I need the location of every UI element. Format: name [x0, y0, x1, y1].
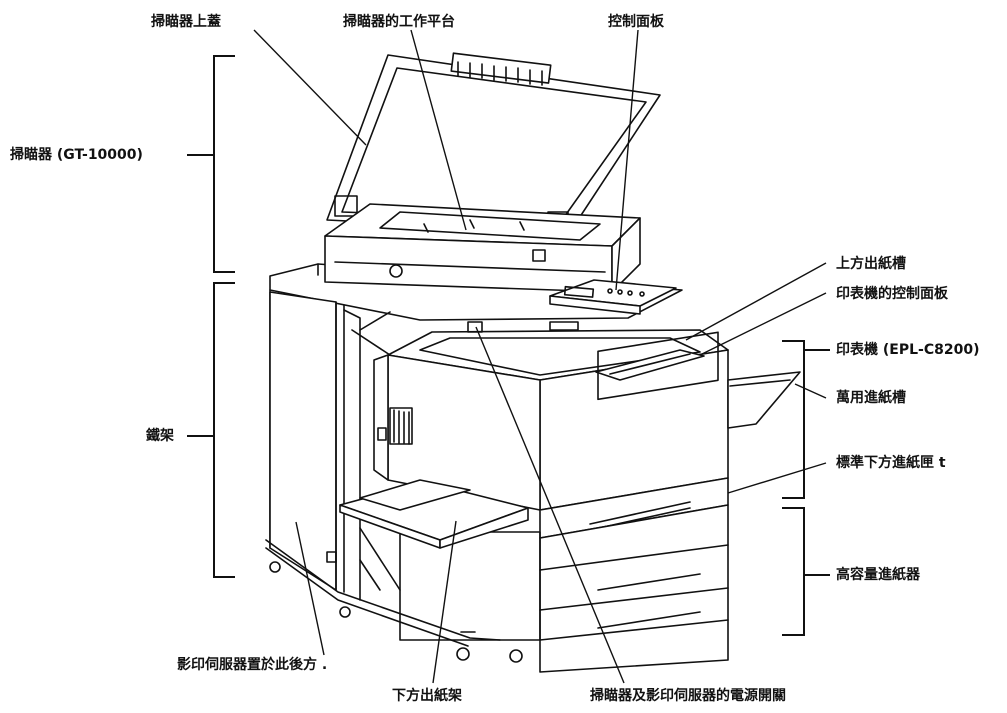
label-scanner-platform: 掃瞄器的工作平台	[343, 14, 455, 30]
hcf-bracket	[782, 507, 805, 636]
label-rack: 鐵架	[146, 428, 174, 444]
brackets	[187, 55, 830, 636]
label-control-panel: 控制面板	[608, 14, 664, 30]
label-high-capacity-feeder: 高容量進紙器	[836, 567, 920, 583]
label-printer-control-panel: 印表機的控制面板	[836, 286, 948, 302]
label-printer-unit: 印表機 (EPL-C8200)	[836, 342, 980, 358]
label-mp-tray: 萬用進紙槽	[836, 390, 906, 406]
scanner-unit	[324, 52, 677, 315]
label-scanner-unit: 掃瞄器 (GT-10000)	[10, 147, 143, 163]
label-power-switch: 掃瞄器及影印伺服器的電源開關	[590, 688, 786, 704]
label-lower-output-tray: 下方出紙架	[392, 688, 462, 704]
power-switch	[467, 321, 483, 333]
lower-output-tray	[339, 479, 529, 549]
label-standard-lower-cassette: 標準下方進紙匣 t	[836, 455, 946, 471]
label-scanner-cover: 掃瞄器上蓋	[151, 14, 221, 30]
label-copy-server-location: 影印伺服器置於此後方 .	[177, 657, 328, 673]
rack-bracket	[213, 282, 235, 578]
printer-bracket	[782, 340, 805, 499]
printer-unit	[373, 329, 801, 673]
scanner-bracket	[213, 55, 235, 273]
leader-lines	[253, 29, 827, 684]
label-upper-output-tray: 上方出紙槽	[836, 256, 906, 272]
